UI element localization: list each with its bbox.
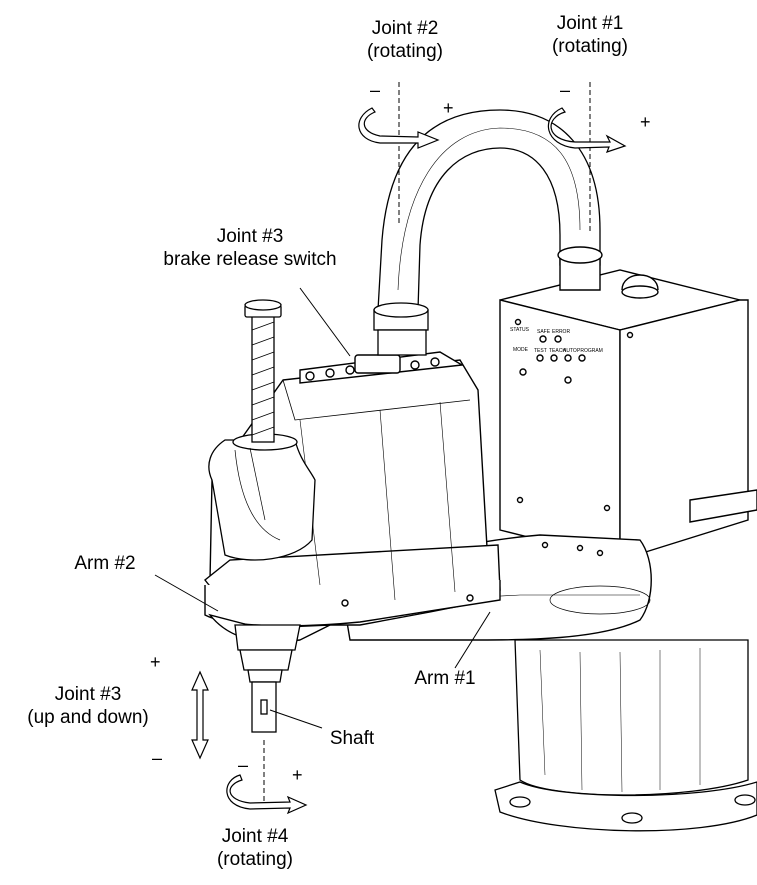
label-arm2: Arm #2	[74, 553, 136, 574]
ball-screw	[244, 299, 282, 443]
joint3-minus-sign: –	[152, 748, 163, 768]
label-joint1-line1: Joint #1	[556, 13, 624, 34]
svg-text:ERROR: ERROR	[552, 329, 570, 335]
svg-text:AUTO: AUTO	[563, 348, 577, 354]
joint1-rotation-arrow	[547, 107, 627, 153]
leader-lines	[154, 287, 491, 729]
shaft	[251, 681, 277, 733]
robot-base	[494, 639, 757, 832]
label-joint3-line1: Joint #3	[54, 684, 122, 705]
cable-fitting	[373, 302, 429, 356]
label-joint3-line2: (up and down)	[27, 707, 149, 728]
label-arm1: Arm #1	[414, 668, 476, 689]
svg-text:TEACH: TEACH	[549, 348, 566, 354]
svg-text:MODE: MODE	[513, 347, 529, 353]
label-joint2-line2: (rotating)	[366, 41, 444, 62]
joint3-plus-sign: +	[150, 652, 161, 672]
joint2-plus-sign: +	[443, 98, 454, 118]
svg-text:STATUS: STATUS	[510, 327, 530, 333]
label-joint3-brake-line2: brake release switch	[163, 249, 337, 270]
joint4-rotation-arrow	[226, 774, 308, 815]
label-joint2: Joint #2 (rotating)	[355, 17, 455, 63]
axis-lines	[263, 82, 591, 810]
nozzle-cover	[208, 433, 316, 561]
label-joint3-brake-line1: Joint #3	[216, 226, 284, 247]
label-shaft: Shaft	[329, 728, 375, 749]
label-joint3: Joint #3 (up and down)	[3, 683, 173, 729]
label-joint3-brake: Joint #3 brake release switch	[140, 225, 360, 271]
label-joint4-line1: Joint #4	[221, 826, 289, 847]
joint4-plus-sign: +	[292, 765, 303, 785]
cable-duct	[377, 109, 601, 311]
svg-text:PROGRAM: PROGRAM	[577, 348, 603, 354]
joint2-rotation-arrow	[358, 107, 440, 149]
label-joint1: Joint #1 (rotating)	[535, 12, 645, 58]
joint1-plus-sign: +	[640, 112, 651, 132]
joint1-minus-sign: –	[560, 80, 571, 100]
label-joint4-line2: (rotating)	[216, 849, 294, 870]
panel-text: STATUS MODE SAFE ERROR TEST TEACH AUTO P…	[510, 327, 603, 354]
controller-box	[499, 246, 757, 561]
shaft-housing	[234, 624, 301, 683]
svg-text:SAFE: SAFE	[537, 329, 551, 335]
label-joint2-line1: Joint #2	[371, 18, 439, 39]
joint2-minus-sign: –	[370, 80, 381, 100]
joint3-linear-arrow	[191, 670, 209, 760]
label-joint1-line2: (rotating)	[551, 36, 629, 57]
svg-text:TEST: TEST	[534, 348, 547, 354]
label-joint4: Joint #4 (rotating)	[200, 825, 310, 871]
joint4-minus-sign: –	[238, 755, 249, 775]
